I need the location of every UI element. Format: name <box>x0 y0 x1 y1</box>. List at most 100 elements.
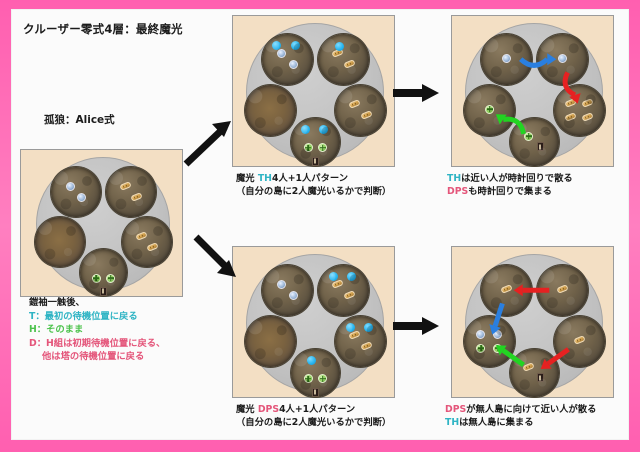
token-heal <box>485 104 495 114</box>
caption-line: DPSも時計回りで集まる <box>447 185 573 198</box>
flow-arrow-top-right <box>393 84 439 102</box>
token-tank <box>558 53 568 63</box>
movement-arrows-layer <box>488 284 570 369</box>
arena-circle <box>464 23 605 167</box>
token-tank <box>476 329 486 339</box>
island-right <box>553 84 605 136</box>
caption-segment: 4人+1人パターン <box>271 173 349 184</box>
token-dps <box>360 341 373 352</box>
caption-segment: 魔光 <box>236 173 258 184</box>
island-bottom <box>510 348 559 398</box>
caption-magic-dps-pattern: 魔光 DPS4人+1人パターン（自分の島に2人魔光いるかで判断） <box>236 403 391 429</box>
magic-light-marker <box>318 124 328 134</box>
island-top-left <box>261 33 313 85</box>
magic-light-marker <box>345 323 355 333</box>
island-left <box>464 315 516 367</box>
token-tank <box>65 181 75 191</box>
token-heal <box>303 143 313 153</box>
magic-light-marker <box>329 272 339 282</box>
token-heal <box>318 374 328 384</box>
caption-segment: も時計回りで集まる <box>468 186 552 197</box>
island-top-left <box>261 264 313 316</box>
token-boss <box>311 156 319 166</box>
caption-line: THは無人島に集まる <box>445 416 596 429</box>
panel-initial-positions <box>20 149 183 297</box>
caption-segment: DPS <box>447 186 469 197</box>
island-top-right <box>106 167 156 217</box>
magic-light-marker <box>307 356 317 366</box>
page-subtitle: 孤狼：Alice式 <box>44 114 115 126</box>
arrow-line-top-left-to-top-right <box>518 57 549 68</box>
arrow-head-bottom-to-left <box>495 114 507 125</box>
island-left <box>245 84 297 136</box>
arrow-head-right-to-bottom <box>540 358 552 369</box>
token-heal <box>91 273 101 283</box>
panel-magic-th-pattern <box>232 15 395 167</box>
token-tank <box>77 192 87 202</box>
magic-light-marker <box>301 124 311 134</box>
caption-segment: （自分の島に2人魔光いるかで判断） <box>236 417 392 428</box>
token-tank <box>493 329 503 339</box>
token-boss <box>99 286 107 296</box>
panel-magic-th-resolution <box>451 15 614 167</box>
token-dps <box>118 181 132 192</box>
caption-line: THは近い人が時計回りで散る <box>447 172 573 185</box>
token-dps <box>130 192 144 202</box>
token-heal <box>106 273 116 283</box>
caption-line: （自分の島に2人魔光いるかで判断） <box>236 416 391 429</box>
caption-segment: 魔光 <box>236 404 258 415</box>
caption-line: 魔光 DPS4人+1人パターン <box>236 403 391 416</box>
arrow-line-bottom-to-left <box>502 116 526 135</box>
caption-segment: が無人島に向けて近い人が散る <box>466 404 597 415</box>
legend-key-d: D <box>29 337 37 349</box>
caption-line: DPSが無人島に向けて近い人が散る <box>445 403 596 416</box>
arena-circle <box>245 23 386 167</box>
movement-arrows-layer <box>495 53 581 135</box>
magic-light-marker <box>364 323 373 333</box>
arrow-line-top-right-to-right <box>562 71 576 98</box>
caption-segment: （自分の島に2人魔光いるかで判断） <box>236 186 392 197</box>
island-right <box>334 315 386 367</box>
caption-segment: は無人島に集まる <box>459 417 534 428</box>
page-title: クルーザー零式4層：最終魔光 <box>23 22 183 36</box>
arena-circle <box>245 254 386 398</box>
token-heal <box>524 131 534 141</box>
legend-continuation: 他は塔の待機位置に戻る <box>42 351 145 362</box>
flow-arrow-upper <box>183 121 231 167</box>
token-tank <box>288 290 298 300</box>
arrow-head-top-right-to-right <box>568 93 581 104</box>
arrow-head-top-right-to-top-left <box>513 284 523 297</box>
flow-arrow-bottom-right <box>393 317 439 335</box>
island-left <box>464 84 516 136</box>
token-dps <box>146 241 160 252</box>
island-right <box>122 216 172 267</box>
island-bottom <box>80 249 127 296</box>
arena-circle <box>464 254 605 398</box>
legend-key-t: T <box>29 310 36 322</box>
token-heal <box>303 374 313 384</box>
token-heal <box>476 343 486 353</box>
caption-segment: DPS <box>257 404 280 415</box>
token-tank <box>288 59 298 69</box>
token-boss <box>536 142 544 152</box>
legend-block: 鎧袖一触後、 T：最初の待機位置に戻る H：そのまま D：H組は初期待機位置に戻… <box>29 296 165 364</box>
island-top-right <box>318 264 370 316</box>
island-left <box>245 315 297 367</box>
island-left <box>35 216 85 267</box>
caption-segment: は近い人が時計回りで散る <box>461 173 573 184</box>
token-heal <box>318 143 328 153</box>
island-top-left <box>51 167 101 217</box>
magic-light-marker <box>347 272 357 282</box>
island-top-right <box>318 33 370 85</box>
arrow-head-bottom-to-left <box>495 345 507 356</box>
caption-line: （自分の島に2人魔光いるかで判断） <box>236 185 391 198</box>
legend-text-h: ：そのまま <box>36 324 84 335</box>
island-bottom <box>510 117 559 167</box>
caption-magic-th-pattern: 魔光 TH4人+1人パターン（自分の島に2人魔光いるかで判断） <box>236 172 391 198</box>
token-boss <box>536 373 544 383</box>
diagram-page: クルーザー零式4層：最終魔光 孤狼：Alice式 鎧袖一触後、 T：最初の待機位… <box>11 9 629 440</box>
island-bottom <box>291 348 340 398</box>
